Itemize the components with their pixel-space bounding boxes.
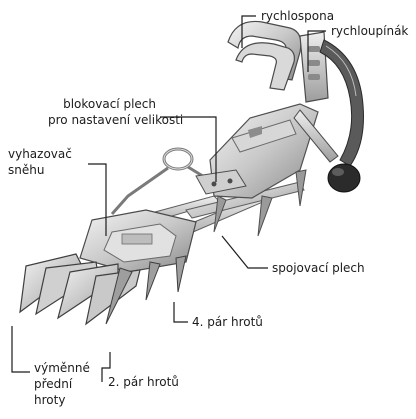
label-4-par-hrotu: 4. pár hrotů (192, 314, 263, 330)
label-rychlospona-text: rychlospona (261, 8, 334, 24)
label-blokovaci-line1: blokovací plech (48, 96, 156, 112)
label-rychlospona: rychlospona (261, 8, 334, 24)
label-vymenne-predni-hroty: výměnné přední hroty (34, 360, 90, 408)
heel-lever (228, 21, 328, 102)
label-predni-line1: výměnné (34, 360, 90, 376)
label-blokovaci-line2: pro nastavení velikosti (48, 112, 156, 128)
label-blokovaci-plech: blokovací plech pro nastavení velikosti (48, 96, 156, 128)
label-vyhazovac-snehu: vyhazovač sněhu (8, 146, 72, 178)
label-predni-line2: přední (34, 376, 90, 392)
label-spojovaci-text: spojovací plech (272, 260, 365, 276)
label-spojovaci-plech: spojovací plech (272, 260, 365, 276)
label-rychloupinak: rychloupínák (331, 23, 408, 39)
label-vyhazovac-line1: vyhazovač (8, 146, 72, 162)
label-vyhazovac-line2: sněhu (8, 162, 72, 178)
label-4-par-text: 4. pár hrotů (192, 314, 263, 330)
label-2-par-text: 2. pár hrotů (108, 374, 179, 390)
label-2-par-hrotu: 2. pár hrotů (108, 374, 179, 390)
label-predni-line3: hroty (34, 392, 90, 408)
label-rychloupinak-text: rychloupínák (331, 23, 408, 39)
